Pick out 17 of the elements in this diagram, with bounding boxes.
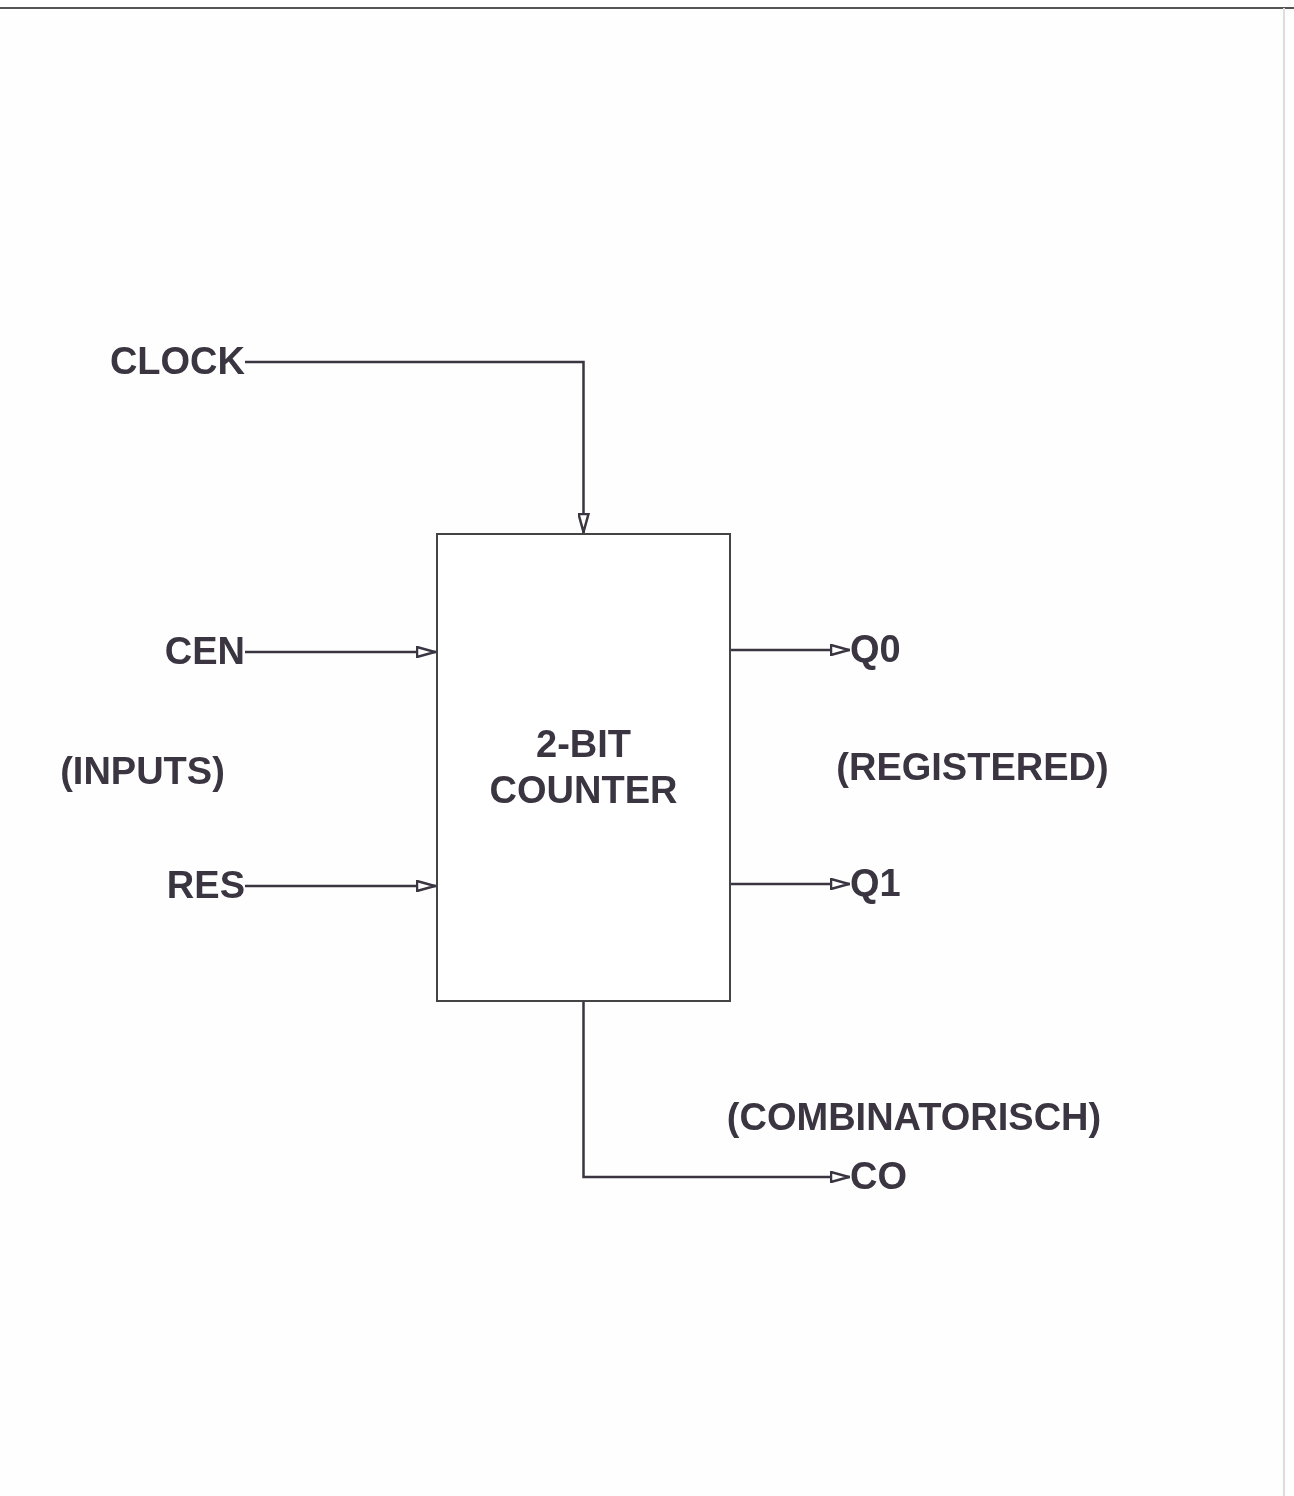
signal-name: Q1	[850, 861, 901, 907]
arrow	[245, 879, 437, 893]
signal-name: Q0	[850, 627, 901, 673]
arrow	[731, 643, 851, 657]
arrow	[582, 1002, 851, 1184]
arrow	[245, 645, 437, 659]
block-label: 2-BIT COUNTER	[488, 721, 679, 813]
counter-block	[436, 533, 731, 1002]
signal-name: RES	[166, 863, 245, 909]
group-note: (REGISTERED)	[835, 745, 1110, 791]
signal-name: CO	[850, 1154, 907, 1200]
arrow	[731, 877, 851, 891]
signal-name: CLOCK	[109, 339, 245, 385]
group-note: (INPUTS)	[59, 749, 226, 795]
group-note: (COMBINATORISCH)	[725, 1095, 1103, 1141]
arrow	[245, 360, 590, 534]
signal-name: CEN	[164, 629, 245, 675]
